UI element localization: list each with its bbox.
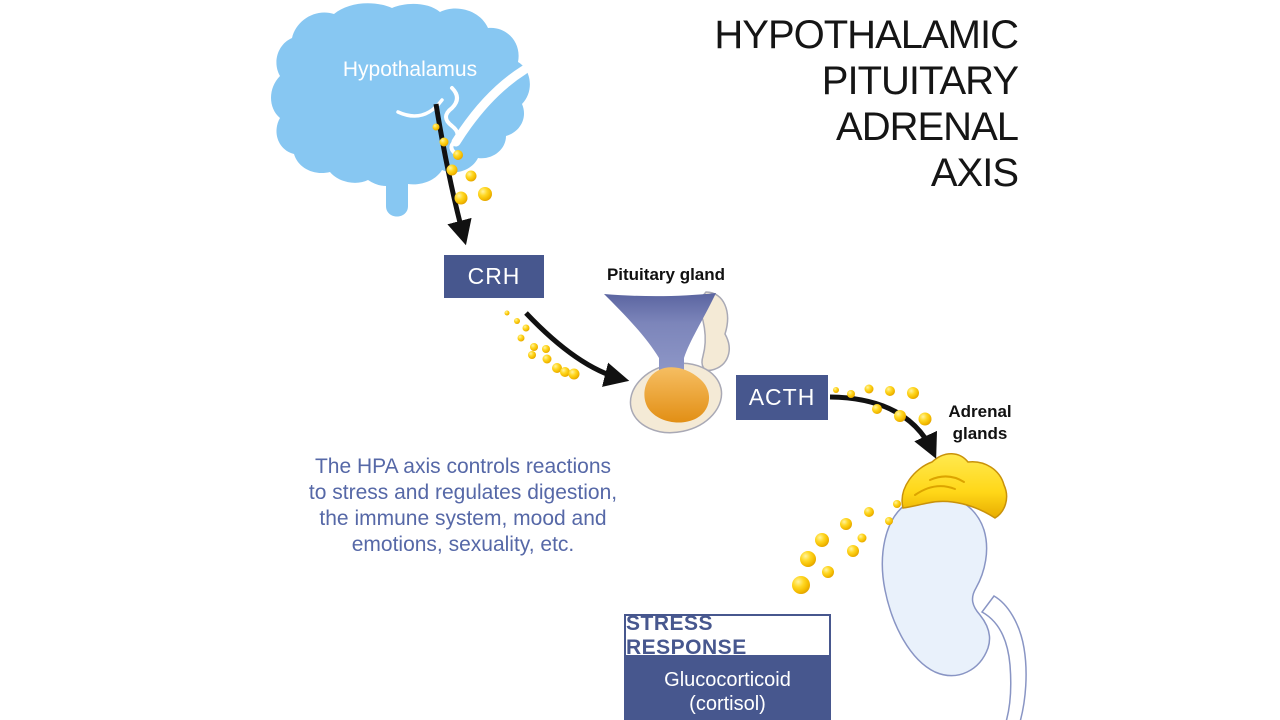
brain-fold-line xyxy=(451,65,529,147)
adrenal-gland xyxy=(901,453,1008,519)
kidney xyxy=(881,492,991,677)
cortisol-label: (cortisol) xyxy=(689,693,766,715)
ureter xyxy=(980,595,1027,720)
title-line: AXIS xyxy=(930,151,1019,195)
hypothalamus-stalk-line xyxy=(396,98,444,118)
cortisol-dots-from-adrenal xyxy=(792,500,901,594)
brain-illustration xyxy=(271,3,530,217)
hypothalamus-label: Hypothalamus xyxy=(342,58,478,81)
hormone-dots-crh-to-pituitary xyxy=(504,310,580,380)
arrow-acth-to-adrenal xyxy=(829,394,937,459)
title-line: ADRENAL xyxy=(836,105,1019,149)
glucocorticoid-box: Glucocorticoid (cortisol) xyxy=(624,657,831,720)
hormone-dots-acth-to-adrenal xyxy=(833,384,932,426)
description-line: to stress and regulates digestion, xyxy=(308,481,618,504)
stress-response-label: STRESS RESPONSE xyxy=(626,611,747,659)
description-line: the immune system, mood and xyxy=(319,507,607,530)
adrenal-kidney-illustration xyxy=(881,453,1027,720)
arrow-crh-to-pituitary xyxy=(524,311,630,387)
crh-hormone-box: CRH xyxy=(444,255,544,298)
description-line: The HPA axis controls reactions xyxy=(314,455,612,478)
hpa-description: The HPA axis controls reactions to stres… xyxy=(283,454,643,558)
acth-hormone-box: ACTH xyxy=(736,375,828,420)
adrenal-texture xyxy=(914,475,965,496)
glucocorticoid-label: Glucocorticoid xyxy=(664,669,791,691)
adrenal-glands-label: Adrenal glands xyxy=(936,401,1024,445)
hormone-dots-brain-to-crh xyxy=(432,123,492,205)
adrenal-label-line: glands xyxy=(952,424,1008,443)
stress-response-header: STRESS RESPONSE xyxy=(624,611,831,659)
hypothalamus-squiggle xyxy=(444,86,460,156)
pituitary-gland-label: Pituitary gland xyxy=(606,265,726,284)
acth-label: ACTH xyxy=(748,384,816,410)
title-line: HYPOTHALAMIC xyxy=(714,13,1019,57)
adrenal-label-line: Adrenal xyxy=(948,402,1012,421)
crh-label: CRH xyxy=(467,263,521,289)
description-line: emotions, sexuality, etc. xyxy=(351,533,575,556)
pituitary-gland-illustration xyxy=(604,291,730,434)
title-line: PITUITARY xyxy=(821,59,1019,103)
diagram-title: HYPOTHALAMIC PITUITARY ADRENAL AXIS xyxy=(700,12,1019,196)
